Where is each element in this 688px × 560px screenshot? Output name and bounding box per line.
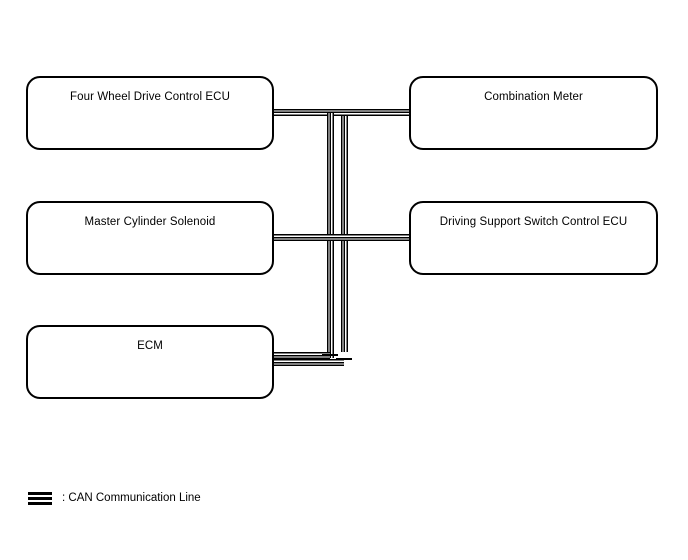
bus-segment-row3-ecm bbox=[274, 352, 330, 359]
bus-segment-row2-left bbox=[274, 234, 334, 241]
node-ecm[interactable]: ECM bbox=[26, 325, 274, 399]
triple-line-icon bbox=[28, 491, 52, 505]
bus-elbow-top-right bbox=[341, 109, 348, 117]
legend: : CAN Communication Line bbox=[28, 491, 201, 505]
node-driving-support-switch-control-ecu[interactable]: Driving Support Switch Control ECU bbox=[409, 201, 658, 275]
node-master-cylinder-solenoid[interactable]: Master Cylinder Solenoid bbox=[26, 201, 274, 275]
bus-segment-row1-left bbox=[274, 109, 334, 116]
node-four-wheel-drive-control-ecu[interactable]: Four Wheel Drive Control ECU bbox=[26, 76, 274, 150]
bus-elbow-top-left bbox=[327, 109, 334, 117]
bus-segment-row2-right bbox=[334, 234, 409, 241]
node-combination-meter[interactable]: Combination Meter bbox=[409, 76, 658, 150]
node-label: Master Cylinder Solenoid bbox=[84, 216, 216, 228]
bus-elbow-bottom-right bbox=[336, 330, 352, 360]
bus-elbow-bottom-left bbox=[322, 330, 338, 356]
bus-segment-row1-right bbox=[341, 109, 409, 116]
bus-segment-row3-inner bbox=[274, 359, 344, 366]
node-label: ECM bbox=[137, 340, 163, 352]
node-label: Driving Support Switch Control ECU bbox=[439, 216, 628, 228]
node-label: Four Wheel Drive Control ECU bbox=[69, 91, 230, 103]
node-label: Combination Meter bbox=[484, 91, 583, 103]
legend-label: : CAN Communication Line bbox=[62, 492, 201, 504]
bus-junction-row1 bbox=[330, 109, 346, 116]
